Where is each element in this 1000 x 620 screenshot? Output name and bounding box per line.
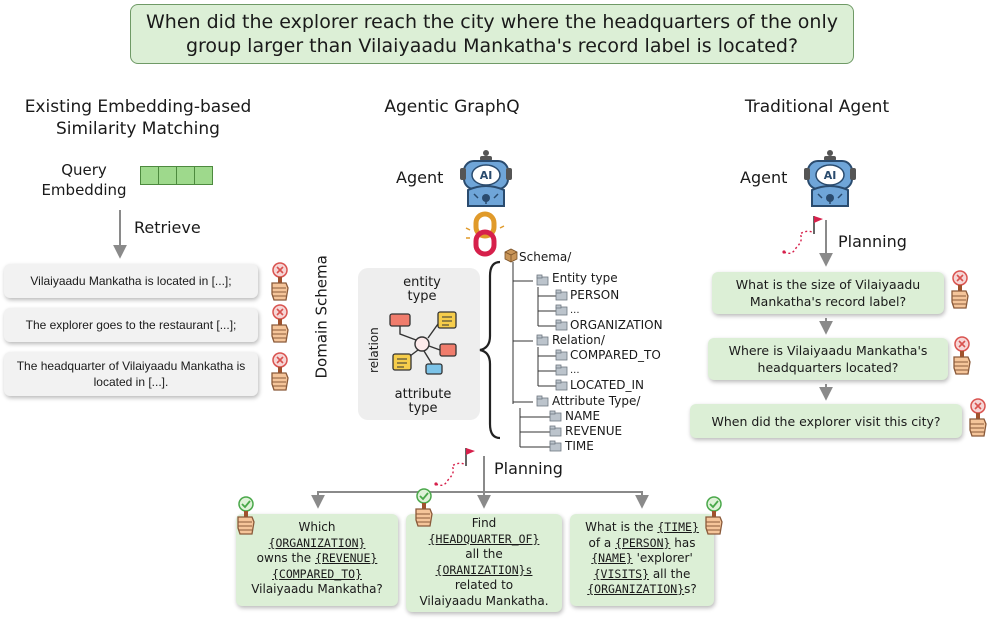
left-column-title: Existing Embedding-based Similarity Matc… <box>24 97 252 139</box>
chain-link-icon <box>465 211 505 257</box>
tree-entity: ... <box>570 305 580 316</box>
retrieved-chunk-3: The headquarter of Vilaiyaadu Mankatha i… <box>4 352 258 396</box>
retrieved-chunk-1: Vilaiyaadu Mankatha is located in [...]; <box>4 264 258 298</box>
reject-hand-icon <box>953 336 971 375</box>
center-agent-label: Agent <box>396 168 444 187</box>
center-column-title: Agentic GraphQ <box>384 97 520 117</box>
svg-text:AI: AI <box>824 169 837 182</box>
robot-icon: AI <box>459 149 513 207</box>
question-banner: When did the explorer reach the city whe… <box>130 4 854 64</box>
accept-hand-icon <box>705 496 723 535</box>
robot-icon: AI <box>803 149 857 207</box>
schema-tree-lines <box>512 262 556 448</box>
planning-flag-icon <box>781 215 824 255</box>
retrieve-label: Retrieve <box>134 218 201 237</box>
svg-text:AI: AI <box>480 169 493 182</box>
retrieved-chunk-2: The explorer goes to the restaurant [...… <box>4 308 258 342</box>
embedding-vector-icon <box>140 166 213 185</box>
planning-arrows <box>311 456 649 509</box>
right-column-title: Traditional Agent <box>744 97 890 117</box>
tree-attribute: Attribute Type/ <box>552 394 641 408</box>
tree-attribute-item: NAME <box>565 409 601 423</box>
plan-box-2: Find {HEADQUARTER_OF} all the {ORANIZATI… <box>406 514 562 612</box>
traditional-step-3: When did the explorer visit this city? <box>690 404 962 438</box>
schema-graph-icon <box>389 311 457 375</box>
traditional-step-2: Where is Vilaiyaadu Mankatha's headquart… <box>708 338 948 380</box>
traditional-step-1: What is the size of Vilaiyaadu Mankatha'… <box>712 272 944 314</box>
folder-icon <box>536 274 568 452</box>
tree-relation-item: ... <box>570 365 580 376</box>
tree-relation: Relation/ <box>552 333 605 347</box>
right-agent-label: Agent <box>740 168 788 187</box>
right-planning-label: Planning <box>838 232 907 251</box>
tree-attribute-item: TIME <box>565 439 594 453</box>
tree-entity: PERSON <box>570 288 620 302</box>
reject-hand-icon <box>951 270 969 309</box>
accept-hand-icon <box>415 488 433 527</box>
planning-flag-icon <box>433 447 476 487</box>
entity-type-label: entity type <box>403 275 441 304</box>
tree-relation-item: LOCATED_IN <box>570 378 645 392</box>
reject-hand-icon <box>271 262 289 301</box>
tree-relation-item: COMPARED_TO <box>570 348 661 362</box>
query-embedding-label: Query Embedding <box>41 161 127 199</box>
tree-entity-type: Entity type <box>552 271 618 285</box>
question-text: When did the explorer reach the city whe… <box>146 11 838 57</box>
tree-root: Schema/ <box>519 250 572 264</box>
reject-hand-icon <box>271 352 289 391</box>
plan-box-1: Which {ORGANIZATION} owns the {REVENUE} … <box>236 514 398 606</box>
tree-attribute-item: REVENUE <box>565 424 623 438</box>
box-icon <box>504 248 518 263</box>
reject-hand-icon <box>969 398 987 437</box>
plan-box-3: What is the {TIME} of a {PERSON} has {NA… <box>570 514 714 606</box>
tree-entity: ORGANIZATION <box>570 318 663 332</box>
accept-hand-icon <box>237 496 255 535</box>
attribute-type-label: attribute type <box>394 387 452 416</box>
center-planning-label: Planning <box>494 459 563 478</box>
reject-hand-icon <box>271 304 289 343</box>
